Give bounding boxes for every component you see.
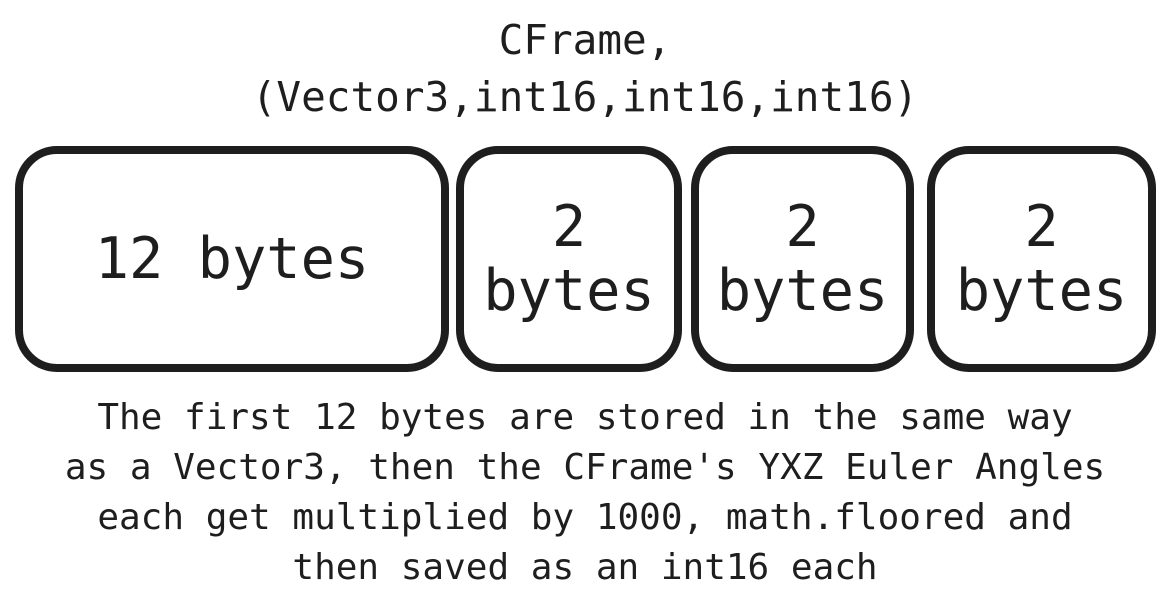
description-line: then saved as an int16 each (292, 547, 878, 588)
box-number: 2 (785, 194, 820, 260)
box-label: 12 bytes (94, 226, 370, 292)
box-number: 2 (551, 194, 587, 260)
int16-bytes-box-1: 2 bytes (456, 146, 682, 372)
box-unit: bytes (955, 258, 1128, 324)
description-line: The first 12 bytes are stored in the sam… (97, 397, 1073, 438)
int16-bytes-box-2: 2 bytes (691, 146, 914, 372)
box-unit: bytes (716, 258, 889, 324)
box-number: 2 (1024, 194, 1059, 260)
description-line: as a Vector3, then the CFrame's YXZ Eule… (64, 447, 1106, 488)
title-line-2: (Vector3,int16,int16,int16) (251, 73, 919, 121)
box-unit: bytes (483, 258, 655, 324)
title-line-1: CFrame, (498, 16, 672, 64)
description: The first 12 bytes are stored in the sam… (0, 393, 1170, 593)
description-line: each get multiplied by 1000, math.floore… (97, 497, 1073, 538)
int16-bytes-box-3: 2 bytes (927, 146, 1156, 372)
vector3-bytes-box: 12 bytes (15, 146, 449, 372)
